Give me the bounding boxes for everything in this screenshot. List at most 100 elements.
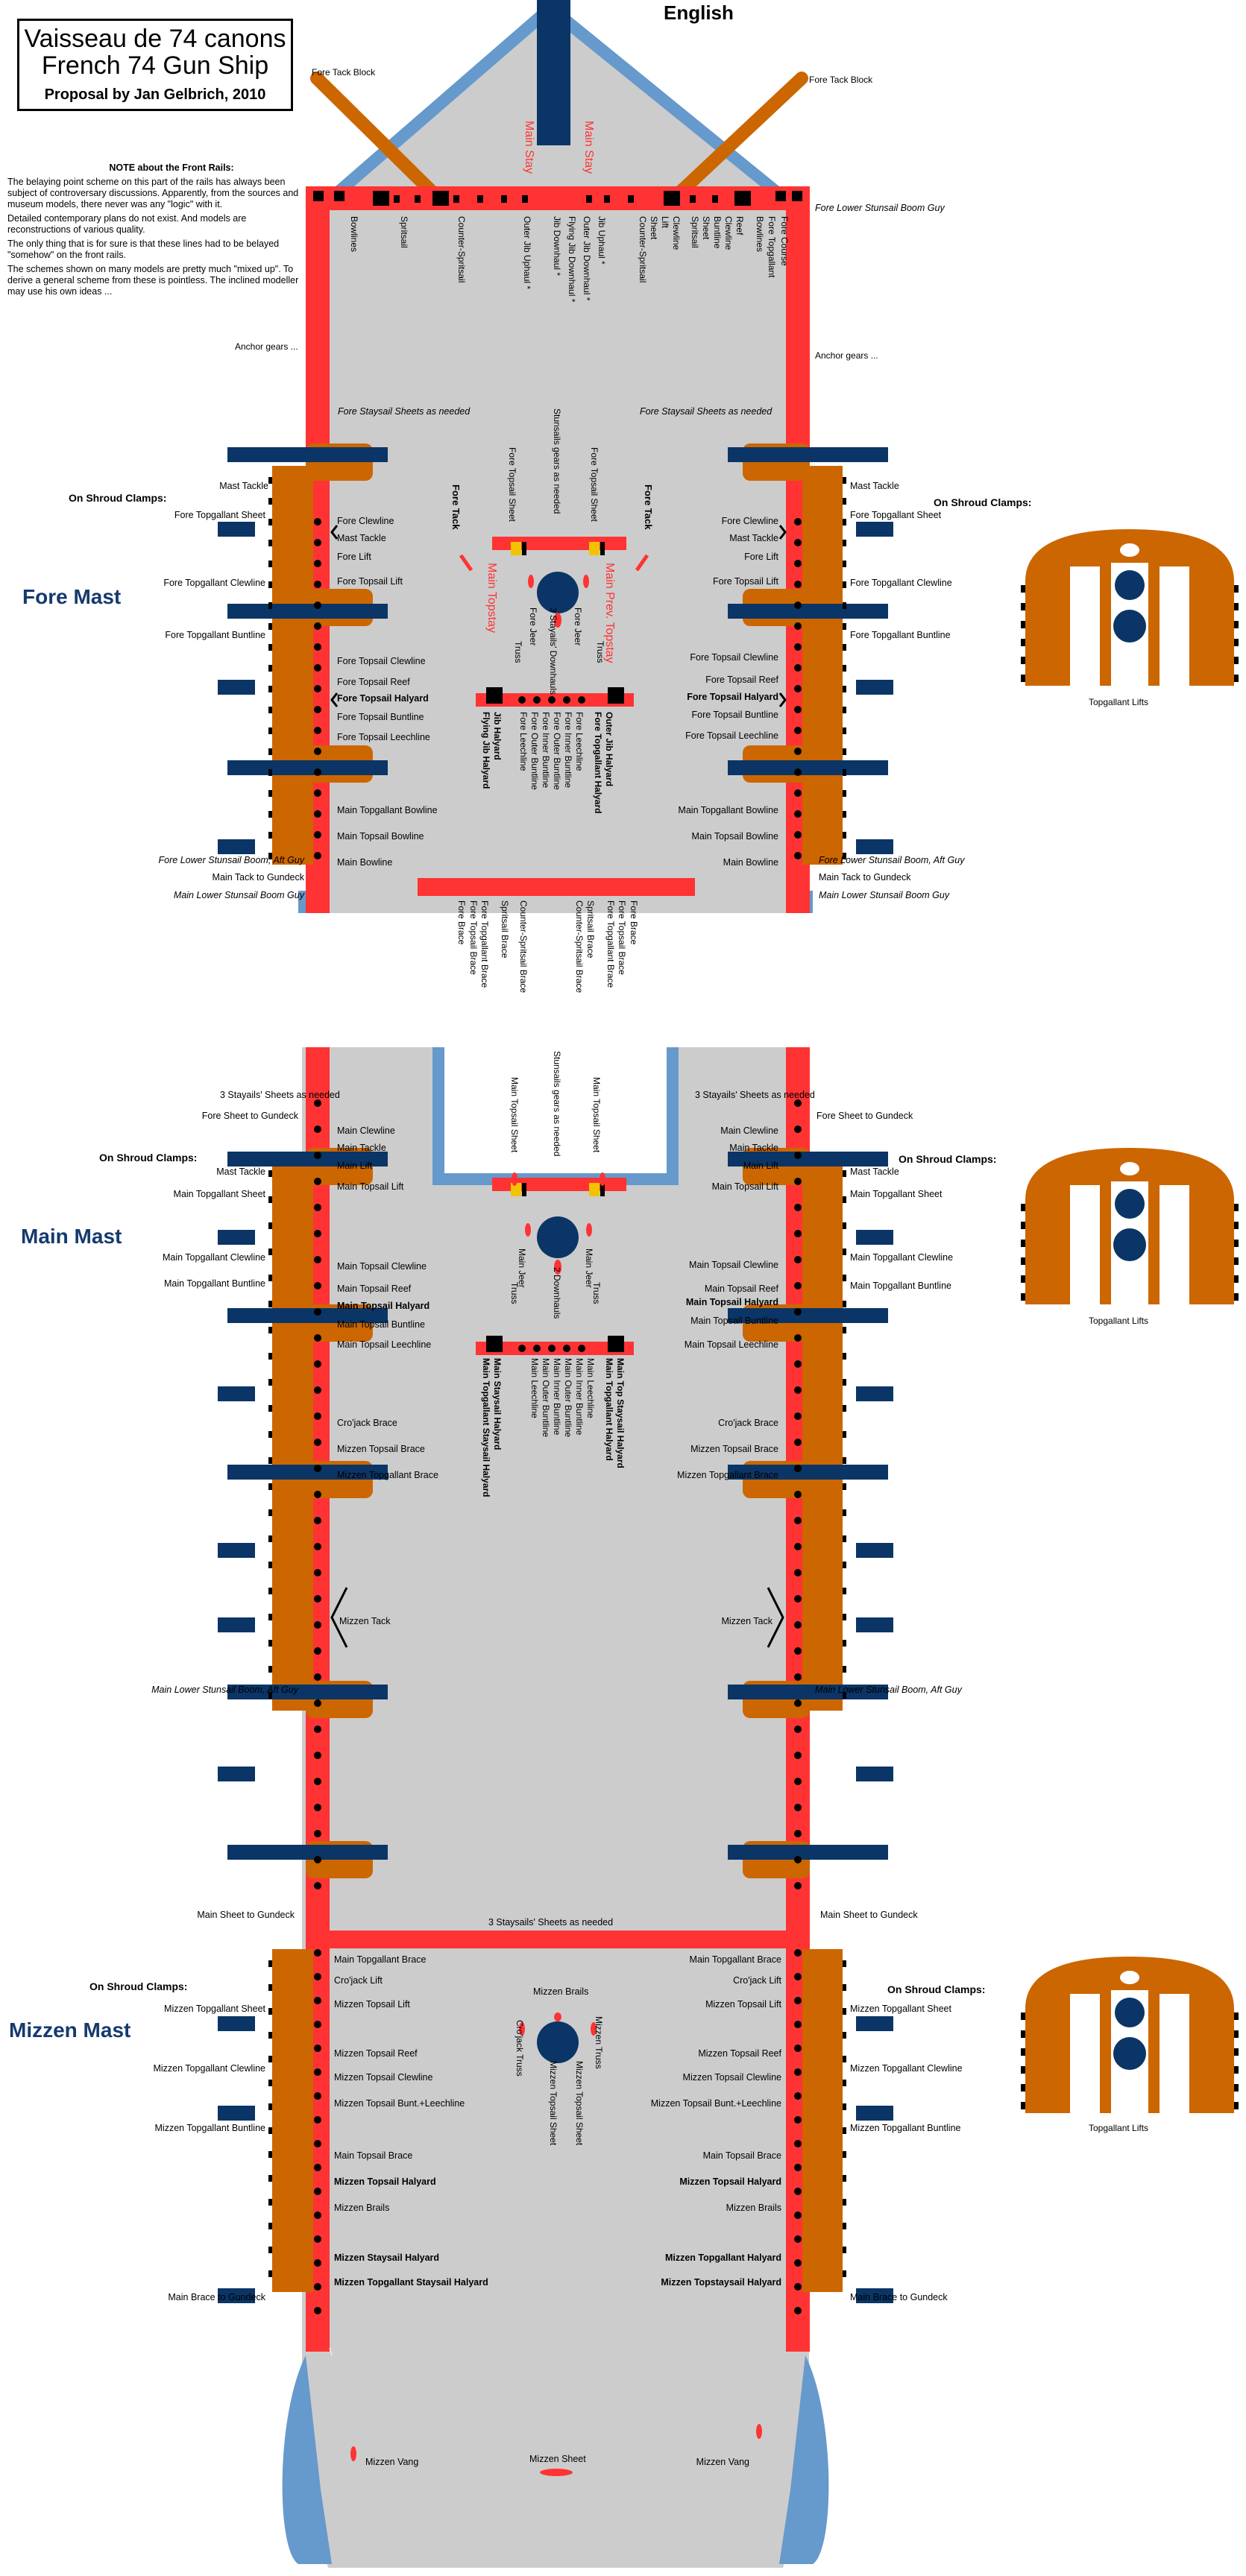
main-right-inner-label: Main Topsail Buntline [690,1316,778,1326]
stunsails-gears: Stunsails gears as needed [552,408,562,514]
main-right-inner-label: Mizzen Tack [721,1616,773,1626]
mizzen-rail-right-label: Main Topsail Brace [702,2150,781,2161]
mizzen-rail-right-label: Main Topgallant Brace [689,1954,781,1965]
fore-brace-label: Counter-Spritsail Brace [518,900,529,994]
main-stay-right: Main Stay [582,121,595,174]
bow-rail-line: Sheet [701,216,711,240]
mizzen-rail-left-label: Mizzen Topsail Halyard [334,2176,436,2187]
bow-rail-line: Outer Jib Uphaul * [522,216,532,290]
fore-right-outer-label: Mast Tackle [850,481,899,491]
mizzen-vang-left: Mizzen Vang [365,2457,419,2467]
mizzen-topsail-sheet: Mizzen Topsail Sheet [548,2061,559,2146]
bow-rail-line: Outer Jib Downhaul * [582,216,592,301]
mizzen-brails-center: Mizzen Brails [533,1986,589,1997]
main-right-outer-label: Mast Tackle [850,1167,899,1177]
main-left-inner-label: Main Topsail Leechline [337,1339,432,1350]
fore-center-mid-label: Truss [595,641,605,663]
fore-left-inner-label: Fore Topsail Leechline [337,732,430,742]
main-center-low-label: Main Inner Buntline [552,1358,562,1436]
main-left-inner-label: Cro'jack Brace [337,1418,397,1428]
cathead-right [673,72,808,199]
main-right-inner-label: Main Topsail Lift [711,1181,778,1192]
main-stay-left: Main Stay [523,121,535,174]
mizzen-left-outer-label: Main Brace to Gundeck [168,2292,265,2302]
fore-brace-label: Fore Brace [456,900,467,945]
fore-right-inner-label: Fore Topsail Clewline [690,652,778,663]
main-right-inner-label: Main Tackle [729,1143,778,1153]
mizzen-right-outer-label: Mizzen Topgallant Sheet [850,2004,951,2014]
bow-rail-line: Flying Jib Downhaul * [567,216,577,303]
mizzen-mast-title: Mizzen Mast [9,2018,131,2042]
main-right-outer-label: Fore Sheet to Gundeck [816,1111,913,1121]
main-center-mid-label: Main Jeer [517,1248,527,1288]
main-left-outer-label: Main Topgallant Sheet [173,1189,265,1199]
mizzen-vang-right: Mizzen Vang [696,2457,749,2467]
anchor-gears-left: Anchor gears ... [235,341,298,352]
main-left-outer-label: Main Topgallant Clewline [162,1252,265,1263]
fore-staysail-sheets-right: Fore Staysail Sheets as needed [640,406,773,417]
main-center-low-label: Main Leechline [585,1358,596,1418]
mizzen-left-outer-label: Mizzen Topgallant Buntline [154,2123,265,2133]
main-right-outer-label: Main Lower Stunsail Boom, Aft Guy [815,1685,962,1695]
fore-left-inner-label: Fore Lift [337,552,371,562]
clamp-teeth [268,477,846,2277]
fore-left-inner-label: Main Topgallant Bowline [337,805,438,815]
bow-rail-line: Buntline [712,216,723,249]
stayails-sheets-right: 3 Stayails' Sheets as needed [695,1090,815,1100]
mizzen-rail-right-label: Mizzen Topsail Reef [698,2048,781,2059]
mizzen-truss: Mizzen Truss [594,2016,604,2069]
fore-mast-circle [537,572,579,613]
topgallant-lifts-fore: Topgallant Lifts [1089,697,1149,707]
fore-brace-label: Fore Brace [629,900,639,945]
mizzen-rail-right-label: Mizzen Topsail Lift [705,1999,781,2010]
main-center-low-label: Main Topgallant Halyard [604,1358,614,1461]
fore-brace-label: Fore Topgallant Brace [479,900,490,988]
fore-brace-label: Spritsail Brace [500,900,510,959]
mizzen-rail-left-label: Mizzen Topgallant Staysail Halyard [334,2277,488,2288]
main-left-inner-label: Mizzen Topsail Brace [337,1444,425,1454]
title-french: Vaisseau de 74 canons [24,25,286,53]
on-shroud-clamps-main-left: On Shroud Clamps: [99,1152,198,1164]
fore-brace-label: Spritsail Brace [585,900,596,959]
main-left-inner-label: Mizzen Topgallant Brace [337,1470,438,1480]
main-center-low-label: Main Inner Buntline [574,1358,585,1436]
topgallant-lifts-mizzen: Topgallant Lifts [1089,2123,1149,2133]
on-shroud-clamps-mizzen-right: On Shroud Clamps: [887,1983,986,1995]
bow-rail-line: Fore Course [779,216,790,266]
main-center-low-label: Main Outer Buntline [541,1358,551,1438]
fore-left-inner-label: Main Topsail Bowline [337,831,424,842]
main-left-inner-label: Main Lift [337,1161,373,1171]
fore-topsail-sheet: Fore Topsail Sheet [507,447,517,522]
main-topsail-sheet: Main Topsail Sheet [591,1077,602,1153]
fore-center-low-label: Outer Jib Halyard [604,712,614,787]
main-left-outer-label: Main Topgallant Buntline [164,1278,265,1289]
bow-rail-line: Counter-Spritsail [638,216,648,283]
fore-right-inner-label: Fore Topsail Halyard [687,692,778,702]
main-right-inner-label: Main Topsail Clewline [689,1260,778,1270]
main-right-inner-label: Cro'jack Brace [718,1418,778,1428]
fore-right-inner-label: Fore Topsail Lift [712,576,778,587]
fore-center-low-label: Fore Leechline [574,712,585,771]
mizzen-topsail-sheet: Mizzen Topsail Sheet [574,2061,585,2146]
main-topstay: Main Topstay [485,563,498,633]
fore-tack-block-left: Fore Tack Block [312,67,376,78]
title-box: Vaisseau de 74 canons French 74 Gun Ship… [17,19,293,111]
fore-left-inner-label: Fore Topsail Buntline [337,712,424,722]
stern-quarter-left [282,2355,332,2564]
mizzen-right-outer-label: Mizzen Topgallant Clewline [850,2063,963,2074]
mizzen-rail-right-label: Mizzen Brails [726,2203,781,2213]
fore-center-low-label: Fore Inner Buntline [541,712,551,789]
main-center-low-label: Main Leechline [529,1358,540,1418]
bow-rail-line: Jib Uphaul * [597,216,607,265]
bow-rail-line: Clewline [671,216,682,250]
on-shroud-clamps-fore-left: On Shroud Clamps: [69,492,167,504]
topgallant-lifts-diagrams [1021,529,1239,2113]
main-mast-title: Main Mast [21,1225,122,1248]
mizzen-rail-left-label: Mizzen Topsail Reef [334,2048,418,2059]
note-paragraph: The only thing that is for sure is that … [7,239,280,260]
bow-rail-line: Reef [734,216,745,236]
fore-left-inner-label: Fore Topsail Lift [337,576,403,587]
main-right-inner-label: Main Topsail Halyard [685,1297,778,1307]
